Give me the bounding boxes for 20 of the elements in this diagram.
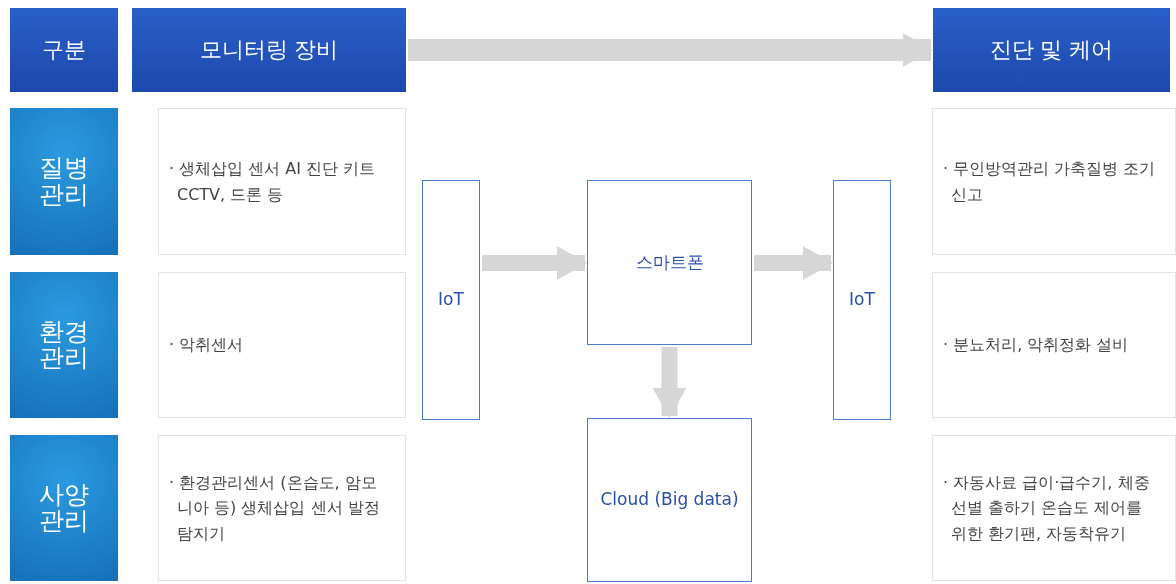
text-box: · 자동사료 급이·급수기, 체중 선별 출하기 온습도 제어를 위한 환기팬, 자동착유기 [932, 435, 1176, 581]
column-header: 진단 및 케어 [933, 8, 1170, 92]
process-box: 스마트폰 [587, 180, 752, 345]
text-box: · 환경관리센서 (온습도, 암모니아 등) 생체삽입 센서 발정 탐지기 [158, 435, 406, 581]
storage-box: Cloud (Big data) [587, 418, 752, 582]
column-header: 모니터링 장비 [132, 8, 406, 92]
row-header: 사양 관리 [10, 435, 118, 581]
process-box: IoT [833, 180, 891, 420]
text-box: · 생체삽입 센서 AI 진단 키트 CCTV, 드론 등 [158, 108, 406, 255]
row-header: 질병 관리 [10, 108, 118, 255]
text-box: · 악취센서 [158, 272, 406, 418]
arrow [754, 246, 833, 280]
arrow [652, 347, 687, 418]
arrow [408, 33, 933, 67]
row-header: 환경 관리 [10, 272, 118, 418]
arrow [482, 246, 587, 280]
text-box: · 무인방역관리 가축질병 조기 신고 [932, 108, 1176, 255]
process-box: IoT [422, 180, 480, 420]
text-box: · 분뇨처리, 악취정화 설비 [932, 272, 1176, 418]
column-header: 구분 [10, 8, 118, 92]
